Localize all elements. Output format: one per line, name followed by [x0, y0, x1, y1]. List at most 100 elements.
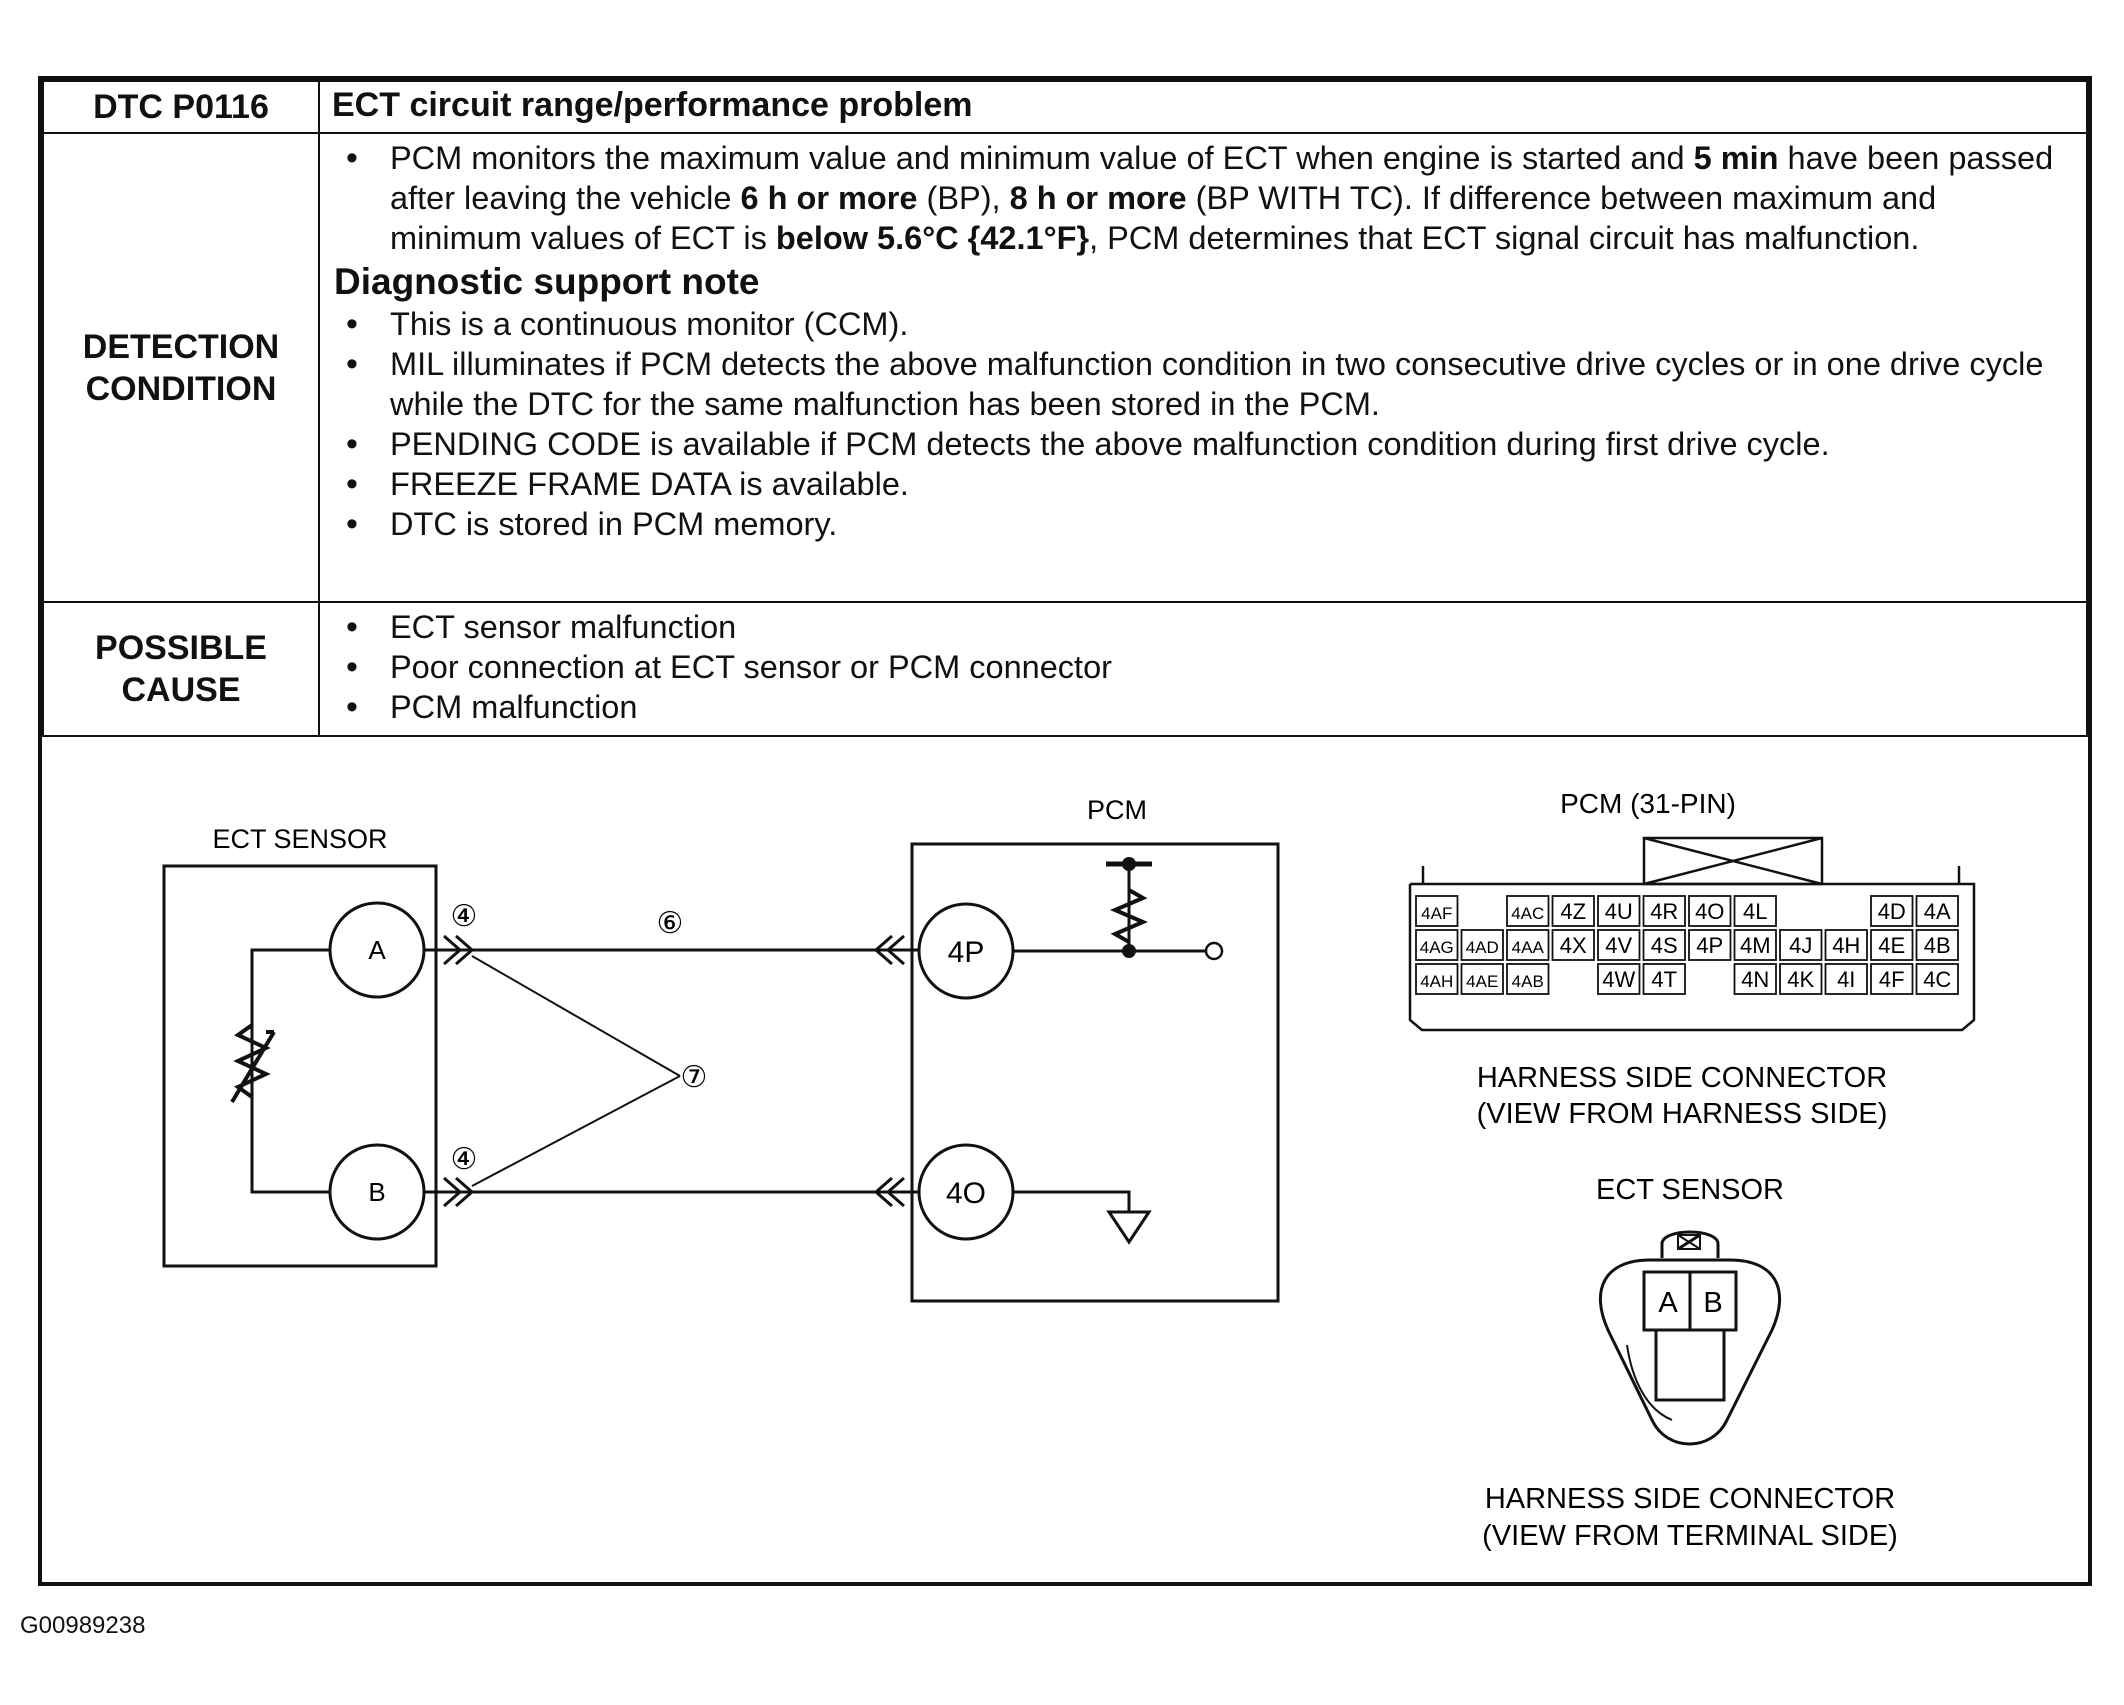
- pcm-pin-cell: [1642, 963, 1686, 995]
- body-text: have been passed after leaving the vehic…: [390, 140, 2054, 216]
- pcm-connector: [1408, 836, 1976, 1032]
- pcm-pin-label: 4AA: [1512, 938, 1545, 957]
- pcm-pin-label: 4C: [1923, 967, 1951, 992]
- pcm-connector-caption-2: (VIEW FROM HARNESS SIDE): [1477, 1098, 1888, 1130]
- pullup-resistor-symbol: [1109, 888, 1149, 944]
- pcm-pin-label: 4U: [1605, 899, 1633, 924]
- cause-label-line2: CAUSE: [121, 671, 241, 709]
- pcm-pin-cell: [1824, 929, 1868, 961]
- ect-connector: [1599, 1230, 1781, 1446]
- cause-label-line1: POSSIBLE: [95, 629, 267, 667]
- pcm-pin-label: 4AE: [1466, 972, 1498, 991]
- ect-connector-title: ECT SENSOR: [1596, 1174, 1784, 1206]
- ect-connector-caption-1: HARNESS SIDE CONNECTOR: [1485, 1483, 1895, 1515]
- wiring-diagram: ECT SENSOR PCM A B 4P 4O ④ ④ ⑥ ⑦ PCM (31…: [162, 788, 1976, 1552]
- pcm-pin-cell: [1779, 963, 1823, 995]
- pcm-pin-label: 4S: [1651, 933, 1678, 958]
- pcm-pin-cell: [1870, 895, 1914, 927]
- emphasis-text: 8 h or more: [1009, 180, 1187, 216]
- pcm-pin-label: 4N: [1741, 967, 1769, 992]
- possible-cause-item: PCM malfunction: [334, 687, 2068, 727]
- pcm-pin-cell: [1642, 895, 1686, 927]
- detection-main-text: PCM monitors the maximum value and minim…: [334, 138, 2068, 258]
- pcm-pin-label: 4M: [1740, 933, 1771, 958]
- possible-cause-item: Poor connection at ECT sensor or PCM con…: [334, 647, 2068, 687]
- pcm-pin-cell: [1779, 929, 1823, 961]
- thermistor-symbol: [233, 1023, 271, 1099]
- pcm-pin-label: 4D: [1878, 899, 1906, 924]
- pcm-pin-label: 4AH: [1420, 972, 1453, 991]
- pcm-pin-label: 4Z: [1560, 899, 1586, 924]
- diagnostic-note-item: PENDING CODE is available if PCM detects…: [334, 424, 2068, 464]
- terminal-4o-label: 4O: [946, 1177, 986, 1210]
- pcm-pin-label: 4AB: [1512, 972, 1544, 991]
- detection-main-list: PCM monitors the maximum value and minim…: [334, 138, 2068, 258]
- pcm-pin-label: 4K: [1787, 967, 1814, 992]
- diagnostic-note-item: FREEZE FRAME DATA is available.: [334, 464, 2068, 504]
- pcm-pin-cell: [1597, 929, 1641, 961]
- pcm-pin-label: 4T: [1651, 967, 1677, 992]
- pcm-pin-cell: [1551, 895, 1595, 927]
- figure-code: G00989238: [20, 1612, 146, 1639]
- pcm-pin-cell: [1551, 929, 1595, 961]
- pcm-pin-label: 4AF: [1421, 904, 1452, 923]
- terminal-4p-label: 4P: [948, 936, 985, 969]
- pcm-pin-cell: [1506, 963, 1550, 995]
- pcm-pin-label: 4AG: [1420, 938, 1454, 957]
- pcm-pin-label: 4A: [1924, 899, 1951, 924]
- dtc-frame: DTC P0116 ECT circuit range/performance …: [38, 76, 2092, 1586]
- pcm-pin-cell: [1915, 963, 1959, 995]
- vref-terminal: [1204, 941, 1224, 961]
- pcm-pin-cell: [1870, 929, 1914, 961]
- body-text: (BP),: [917, 180, 1010, 216]
- ground-symbol: [1106, 1210, 1152, 1245]
- pcm-connector-title: PCM (31-PIN): [1560, 788, 1736, 819]
- ect-sensor-box: [162, 864, 438, 1268]
- pcm-pin-label: 4L: [1743, 899, 1767, 924]
- possible-cause-body: ECT sensor malfunctionPoor connection at…: [318, 601, 2088, 737]
- pcm-pin-cell: [1642, 929, 1686, 961]
- ect-connector-caption-2: (VIEW FROM TERMINAL SIDE): [1482, 1520, 1898, 1552]
- pcm-pin-label: 4J: [1789, 933, 1812, 958]
- possible-cause-list: ECT sensor malfunctionPoor connection at…: [334, 607, 2068, 727]
- detection-condition-body: PCM monitors the maximum value and minim…: [318, 132, 2088, 603]
- body-text: PCM monitors the maximum value and minim…: [390, 140, 1694, 176]
- pcm-pin-label: 4F: [1879, 967, 1905, 992]
- pcm-pin-cell: [1415, 929, 1459, 961]
- pcm-pin-cell: [1460, 929, 1504, 961]
- pcm-pin-label: 4B: [1924, 933, 1951, 958]
- terminal-a-label: A: [368, 935, 386, 965]
- pcm-connector-caption-1: HARNESS SIDE CONNECTOR: [1477, 1062, 1887, 1094]
- pcm-pin-label: 4AC: [1511, 904, 1544, 923]
- pcm-pin-cell: [1824, 963, 1868, 995]
- pcm-pin-cell: [1688, 895, 1732, 927]
- pcm-pin-label: 4P: [1696, 933, 1723, 958]
- terminal-b-label: B: [368, 1177, 385, 1207]
- pcm-pin-label: 4W: [1602, 967, 1635, 992]
- pcm-pin-cell: [1415, 963, 1459, 995]
- pcm-pin-cell: [1597, 963, 1641, 995]
- pcm-pin-cell: [1870, 963, 1914, 995]
- pcm-box: [910, 842, 1280, 1303]
- diagnostic-note-item: This is a continuous monitor (CCM).: [334, 304, 2068, 344]
- wire-number-7: ⑦: [681, 1061, 708, 1094]
- pcm-pin-cell: [1733, 929, 1777, 961]
- emphasis-text: 6 h or more: [740, 180, 918, 216]
- detection-condition-label: DETECTION CONDITION: [42, 132, 320, 603]
- possible-cause-label: POSSIBLE CAUSE: [42, 601, 320, 737]
- dtc-code: DTC P0116: [42, 80, 320, 134]
- pcm-pin-cell: [1460, 963, 1504, 995]
- diagnostic-note-item: MIL illuminates if PCM detects the above…: [334, 344, 2068, 424]
- ect-sensor-label: ECT SENSOR: [212, 824, 387, 854]
- pcm-pin-cell: [1733, 895, 1777, 927]
- pcm-pin-label: 4AD: [1466, 938, 1499, 957]
- pcm-pin-cell: [1597, 895, 1641, 927]
- possible-cause-item: ECT sensor malfunction: [334, 607, 2068, 647]
- pcm-pin-label: 4I: [1837, 967, 1855, 992]
- pcm-pin-label: 4H: [1832, 933, 1860, 958]
- wire-number-4-bottom: ④: [451, 1143, 478, 1176]
- pcm-label: PCM: [1087, 795, 1147, 825]
- dtc-table: DTC P0116 ECT circuit range/performance …: [42, 80, 2088, 737]
- detection-label-line2: CONDITION: [85, 369, 277, 408]
- emphasis-text: below 5.6°C {42.1°F}: [775, 220, 1090, 256]
